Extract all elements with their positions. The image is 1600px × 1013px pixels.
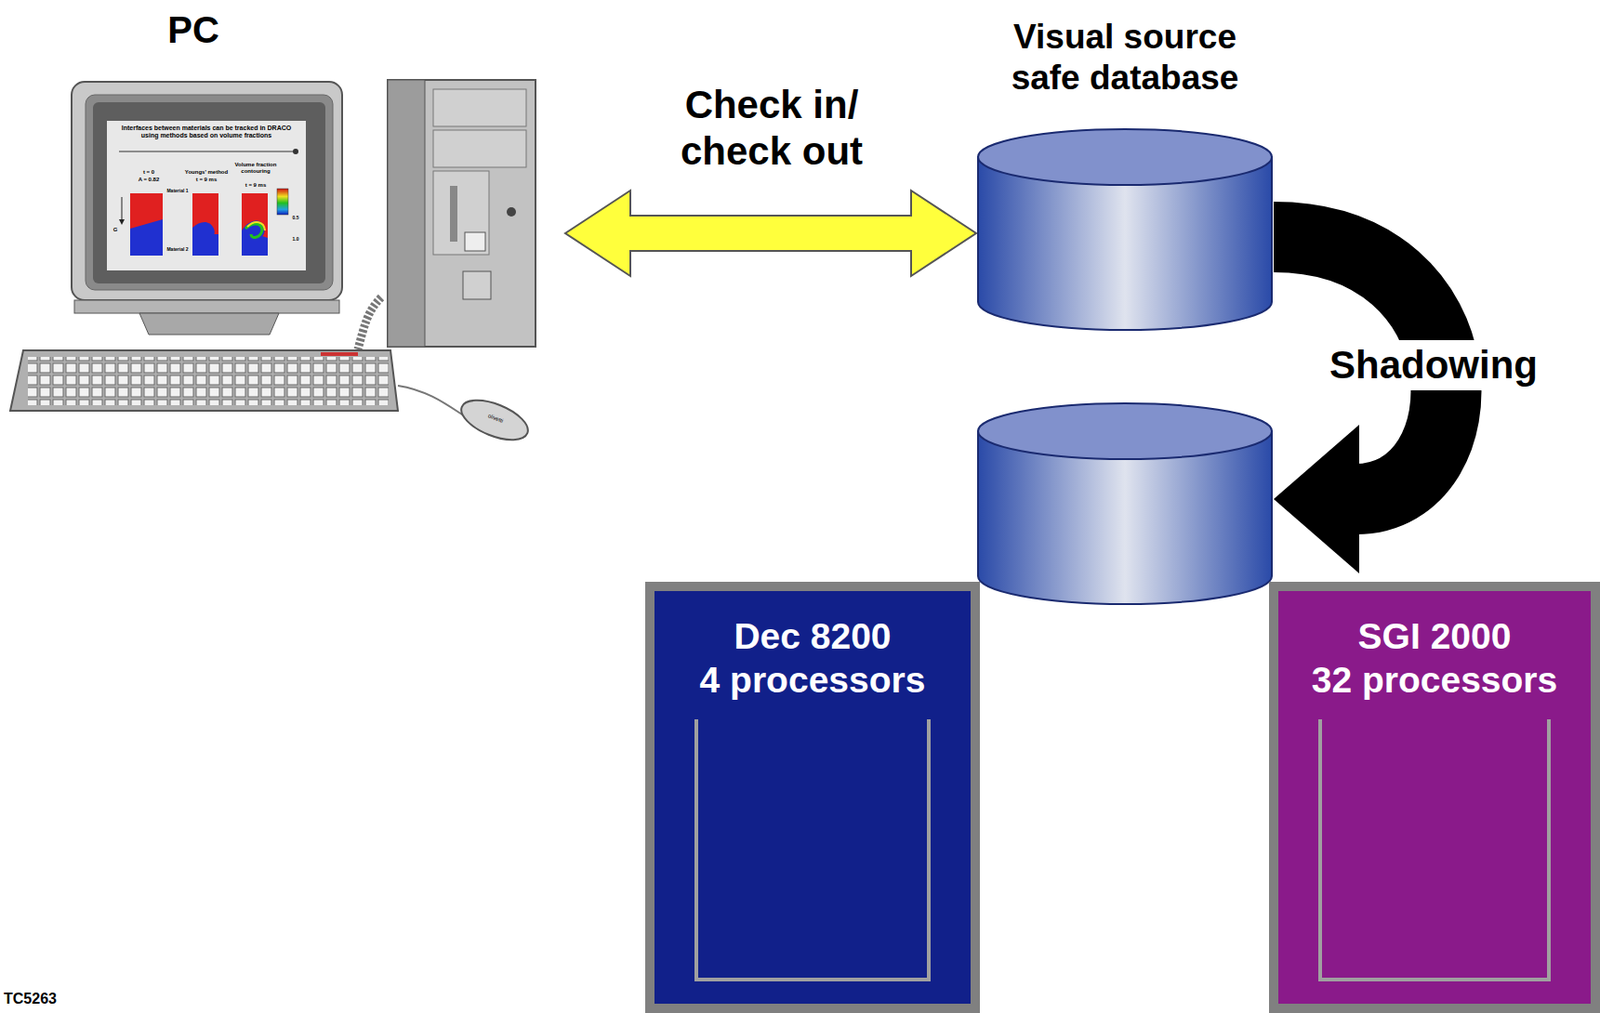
database-node: Visual source safe database [976,7,1274,332]
monitor [71,81,343,335]
screen-text: t = 9 ms [237,182,275,189]
shadowing-arrow [1273,237,1446,574]
machine-label: 32 processors [1278,659,1591,703]
machine-label: 4 processors [654,659,971,703]
node-title: PC [137,9,250,52]
screen-text: Material 1 [164,188,191,195]
screen-text: G [110,226,120,234]
machine-label: Dec 8200 [654,615,971,660]
machine-label: SGI 2000 [1278,615,1591,660]
screen-text: t = 0 [130,169,168,176]
screen-text: Volume fraction contouring [234,161,278,174]
screen-text: A = 0.82 [130,176,168,184]
figure-id: TC5263 [3,991,71,1008]
pc-node: PC [7,3,566,447]
screen-text: Youngs' method [183,169,230,176]
transfer-arrow [565,190,977,277]
screen-text: 1.0 [289,237,303,243]
rack-bracket [696,719,929,980]
node-title: Visual source safe database [976,7,1274,98]
database-cylinder [976,401,1274,607]
tower [387,79,536,347]
cylinder-top [978,129,1272,186]
keyboard [10,297,534,449]
computer-box: Dec 82004 processors [645,581,980,1013]
screen-text: 0.5 [289,215,303,222]
edge-label: Check in/ check out [655,81,888,176]
database-cylinder [976,127,1274,332]
database-node [976,394,1274,607]
screen-text: Material 2 [164,247,191,253]
screen-text: t = 9 ms [187,176,225,184]
double-arrow [565,190,977,277]
computer-box: SGI 200032 processors [1269,581,1600,1013]
edge-label: Shadowing [1322,340,1546,391]
screen-text: Interfaces between materials can be trac… [118,124,295,139]
arrow-head [1273,424,1360,574]
cylinder-top [978,403,1272,460]
rack-bracket [1320,719,1549,980]
